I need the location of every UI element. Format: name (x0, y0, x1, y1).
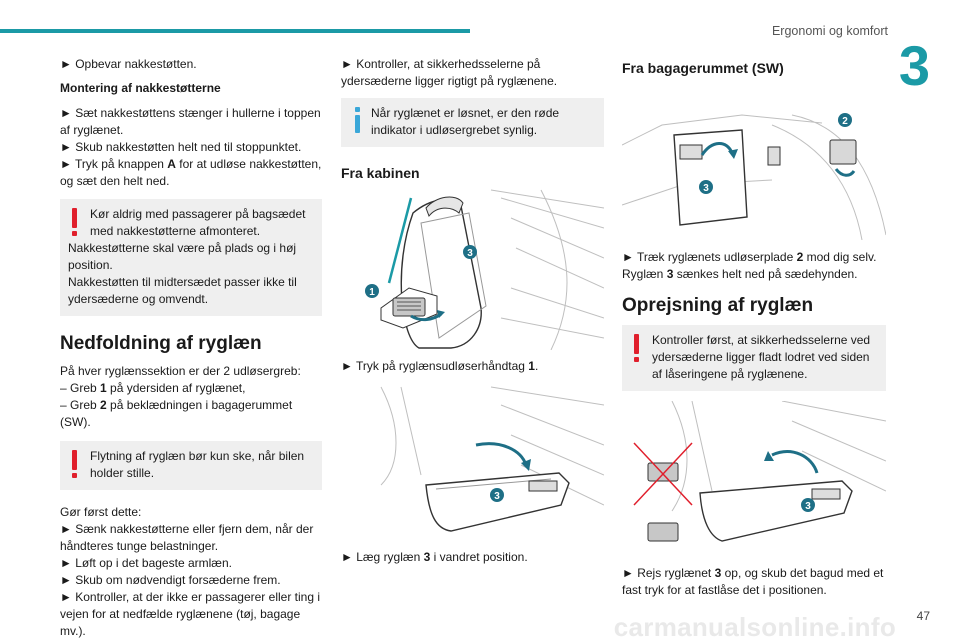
warning-stationary-text: Flytning af ryglæn bør kun ske, når bile… (90, 449, 305, 480)
release-item-2: – Greb 2 på beklædningen i bagagerummet … (60, 398, 293, 429)
callout-3 (699, 180, 713, 194)
release-item-1: – Greb 1 på ydersiden af ryglænet, (60, 381, 246, 395)
figure-raise-backrest: 3 (633, 401, 886, 542)
column-left: ► Opbevar nakkestøtten. Montering af nak… (60, 56, 322, 640)
first-step-4: ► Kontroller, at der ikke er passagerer … (60, 590, 320, 638)
mount-step-3: ► Tryk på knappen A for at udløse nakkes… (60, 157, 322, 188)
step-lay-backrest: ► Læg ryglæn 3 i vandret position. (341, 550, 528, 564)
section-title-raise: Oprejsning af ryglæn (622, 295, 814, 316)
callout-1 (365, 284, 379, 298)
header-accent-bar (0, 29, 470, 33)
warning-box-stationary: Flytning af ryglæn bør kun ske, når bile… (60, 441, 322, 490)
info-box: Når ryglænet er løsnet, er den røde indi… (341, 98, 604, 147)
watermark: carmanualsonline.info (613, 612, 896, 642)
step-raise-backrest: ► Rejs ryglænet 3 op, og skub det bagud … (622, 566, 884, 597)
column-middle: ► Kontroller, at sikkerhedsselerne på yd… (341, 56, 604, 566)
svg-text:2: 2 (842, 116, 848, 127)
svg-text:3: 3 (494, 491, 500, 502)
chapter-number: 3 (898, 34, 930, 97)
mount-step-1: ► Sæt nakkestøttens stænger i hullerne i… (60, 106, 321, 137)
trunk-title: Fra bagagerummet (SW) (622, 60, 784, 76)
check-belts-step: ► Kontroller, at sikkerhedsselerne på yd… (341, 57, 558, 88)
warning-line-1: Kør aldrig med passagerer på bagsædet me… (90, 207, 306, 238)
mount-heading: Montering af nakkestøtterne (60, 81, 221, 95)
info-text: Når ryglænet er løsnet, er den røde indi… (371, 106, 560, 137)
svg-text:3: 3 (703, 183, 709, 194)
svg-text:3: 3 (805, 501, 811, 512)
step-pull-plate: ► Træk ryglænets udløserplade 2 mod dig … (622, 250, 877, 281)
mount-step-2: ► Skub nakkestøtten helt ned til stoppun… (60, 140, 302, 154)
step-press-handle: ► Tryk på ryglænsudløserhåndtag 1. (341, 359, 539, 373)
svg-text:1: 1 (369, 287, 375, 298)
figure-trunk-release: 2 3 (622, 113, 886, 240)
first-step-2: ► Løft op i det bageste armlæn. (60, 556, 232, 570)
warning-icon (634, 334, 639, 362)
callout-3 (463, 245, 477, 259)
figure-cabin-release: 1 3 (365, 189, 604, 350)
svg-text:3: 3 (467, 248, 473, 259)
warning-line-2: Nakkestøtterne skal være på plads og i h… (68, 241, 297, 272)
column-right: Fra bagagerummet (SW) 2 3 ► Træk ryglæne… (622, 56, 886, 599)
figure-cabin-lay-down: 3 (380, 386, 604, 532)
section-title-fold: Nedfoldning af ryglæn (60, 333, 262, 354)
warning-icon (72, 208, 77, 236)
page-number: 47 (916, 609, 930, 623)
first-do-label: Gør først dette: (60, 505, 142, 519)
warning-icon (72, 450, 77, 478)
callout-3 (490, 488, 504, 502)
release-intro: På hver ryglænssektion er der 2 udløserg… (60, 364, 301, 378)
header-title: Ergonomi og komfort (771, 24, 888, 38)
cabin-title: Fra kabinen (341, 165, 420, 181)
warning-box-headrests: Kør aldrig med passagerer på bagsædet me… (60, 199, 322, 316)
warning-box-belts: Kontroller først, at sikkerhedsselerne v… (622, 325, 886, 391)
store-headrest-step: ► Opbevar nakkestøtten. (60, 57, 197, 71)
callout-3 (801, 498, 815, 512)
callout-2 (838, 113, 852, 127)
warning-line-3: Nakkestøtten til midtersædet passer ikke… (68, 275, 297, 306)
first-step-1: ► Sænk nakkestøtterne eller fjern dem, n… (60, 522, 314, 553)
info-icon (355, 107, 360, 133)
first-step-3: ► Skub om nødvendigt forsæderne frem. (60, 573, 281, 587)
warning-belts-text: Kontroller først, at sikkerhedsselerne v… (652, 333, 871, 381)
